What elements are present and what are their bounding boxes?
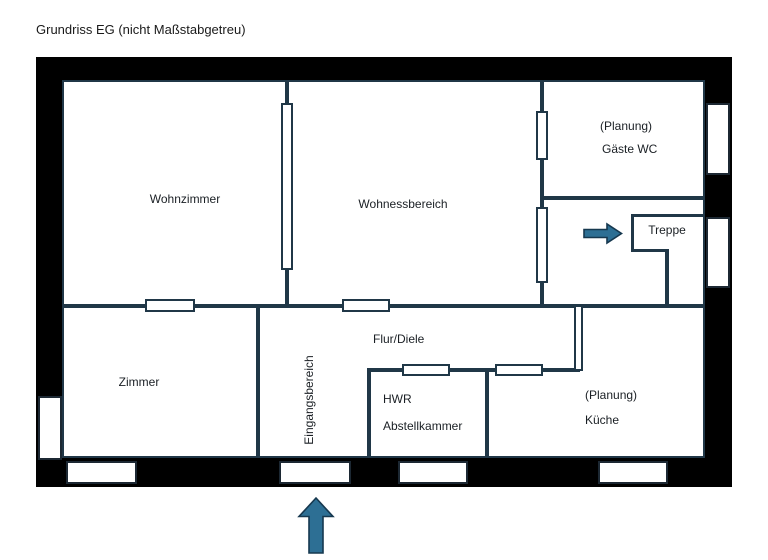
label-flur-diele: Flur/Diele	[373, 332, 425, 346]
page-title: Grundriss EG (nicht Maßstabgetreu)	[36, 22, 246, 37]
wall-flur-hwr-kueche	[367, 368, 580, 372]
label-treppe: Treppe	[648, 223, 686, 237]
label-kueche-planung: (Planung)	[585, 388, 638, 402]
label-gaeste-wc-planung: (Planung)	[600, 119, 653, 133]
door-treppe-bereich	[536, 207, 548, 283]
entrance-door-opening	[279, 461, 351, 484]
door-kueche	[495, 364, 543, 376]
door-zimmer-wohnzimmer	[145, 299, 195, 312]
window-right-wall-lower	[706, 217, 730, 288]
wall-hwr-kueche	[485, 370, 489, 458]
wall-zimmer-eingang	[256, 306, 260, 458]
arrow-up-shape	[297, 496, 335, 554]
arrow-up-icon	[297, 496, 335, 554]
window-bottom-zimmer	[66, 461, 137, 484]
arrow-right-icon	[583, 222, 623, 245]
door-flur-wohnessbereich	[342, 299, 390, 312]
label-kueche: Küche	[585, 413, 620, 427]
wall-wohnessbereich-wc	[540, 82, 544, 306]
label-gaeste-wc: Gäste WC	[602, 142, 658, 156]
window-bottom-hwr	[398, 461, 468, 484]
treppe-corridor-wall	[665, 249, 669, 306]
label-wohnzimmer: Wohnzimmer	[149, 192, 221, 206]
wall-flur-kueche	[574, 305, 583, 371]
treppe-outline-top	[631, 214, 705, 217]
rooms-area	[62, 80, 705, 458]
wall-wc-treppe	[540, 196, 705, 200]
window-bottom-kueche	[598, 461, 668, 484]
door-hwr	[402, 364, 450, 376]
label-eingangsbereich: Eingangsbereich	[302, 355, 316, 445]
door-wohnzimmer-wohnessbereich	[281, 103, 293, 270]
wall-hwr-left	[367, 370, 371, 458]
treppe-outline-bottom	[631, 249, 668, 252]
label-wohnessbereich: Wohnessbereich	[358, 197, 448, 211]
window-left-wall	[38, 396, 62, 460]
label-hwr: HWR	[383, 392, 412, 406]
door-gaeste-wc	[536, 111, 548, 160]
label-abstellkammer: Abstellkammer	[383, 419, 463, 433]
window-right-wall-upper	[706, 103, 730, 175]
arrow-right-shape	[583, 222, 623, 245]
label-zimmer: Zimmer	[118, 375, 160, 389]
treppe-outline-left	[631, 214, 634, 252]
